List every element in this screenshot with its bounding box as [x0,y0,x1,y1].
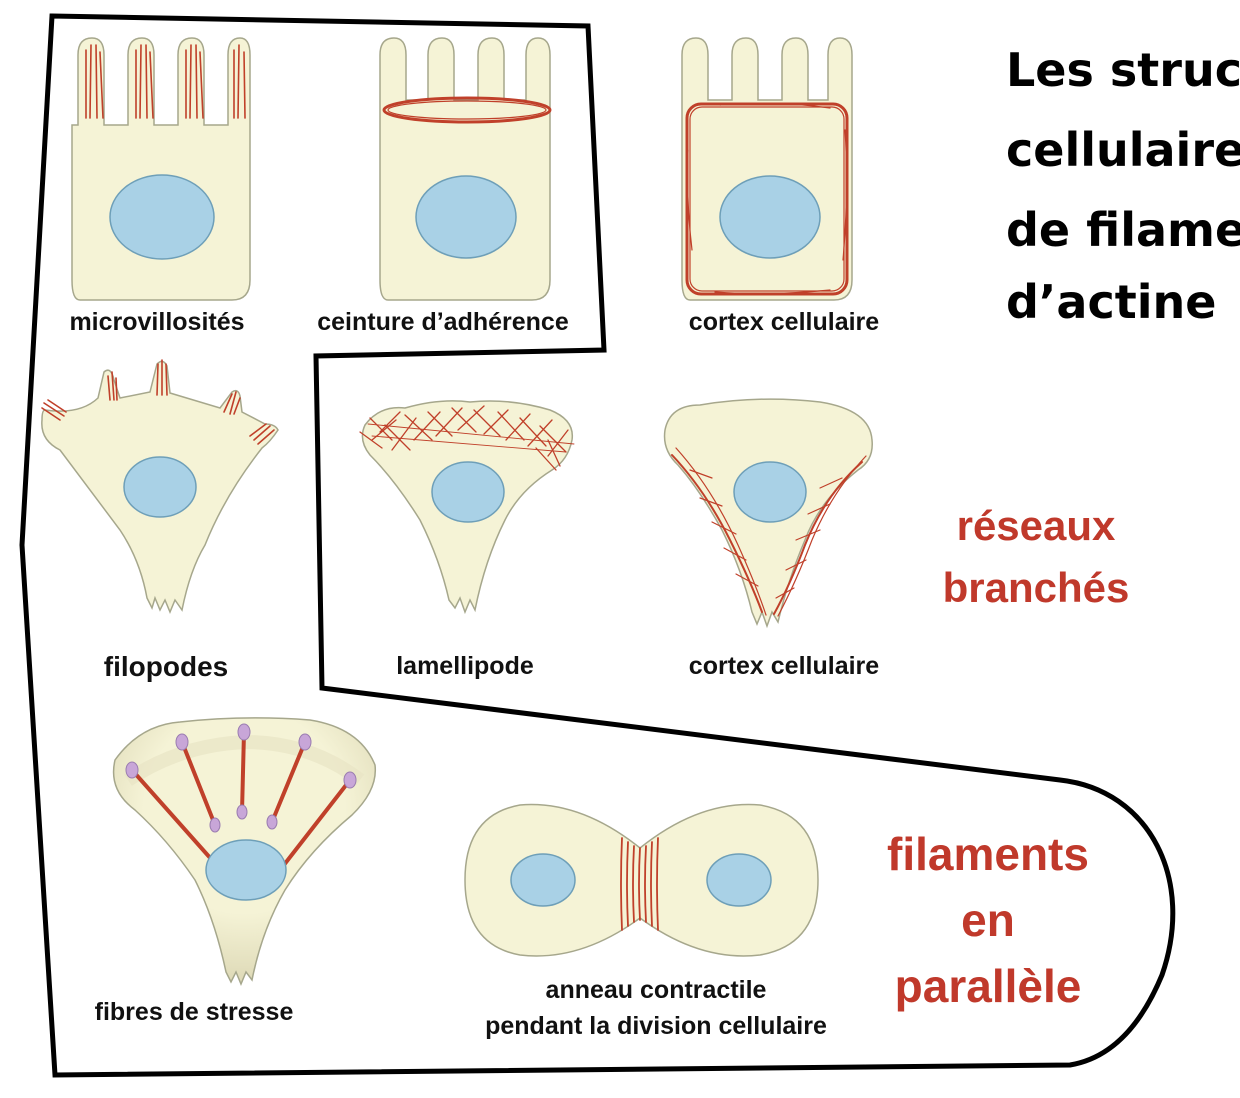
stress-fibers-nucleus [205,839,287,901]
stress-fibers-actin [130,730,352,872]
title-line-3: de filame [1006,203,1240,257]
contractile-ring-label-2: pendant la division cellulaire [485,1012,827,1040]
lamellipodium-cell [359,400,575,615]
parallel-filaments-border [19,13,1176,1078]
cortex-top-cell [681,37,853,301]
lamellipodium-nucleus [431,461,505,523]
lamellipodium-label: lamellipode [396,652,534,680]
contractile-ring-actin [620,837,659,931]
parallel-filaments-category: filaments en parallèle [887,828,1089,1012]
adherens-belt-ring [382,96,552,124]
stress-fibers-label: fibres de stresse [95,998,294,1026]
stress-fibers-cell [112,717,377,986]
page-title: Les struc cellulaire de filame d’actine [1006,43,1240,329]
title-line-2: cellulaire [1006,123,1240,177]
branched-networks-category: réseaux branchés [943,502,1130,611]
filopodia-cell [41,359,279,614]
dividing-cell [464,803,819,957]
cortex-mid-actin [671,447,867,617]
filopodia-nucleus [123,456,197,518]
daughter-nucleus-right [706,853,772,907]
cortex-top-nucleus [719,175,821,259]
branched-line-2: branchés [943,564,1130,611]
title-line-1: Les struc [1006,43,1240,97]
title-line-4: d’actine [1006,275,1216,329]
parallel-line-3: parallèle [895,960,1082,1012]
focal-adhesions [125,723,357,833]
microvilli-cell [71,37,251,301]
microvilli-actin-bundles [85,44,246,119]
microvilli-nucleus [109,174,215,260]
cortex-mid-nucleus [733,461,807,523]
filopodia-actin-bundles [41,359,275,445]
contractile-ring-label-1: anneau contractile [546,976,767,1004]
daughter-nucleus-left [510,853,576,907]
cortex-top-actin-mesh [685,102,849,296]
branched-line-1: réseaux [957,502,1116,549]
adherens-belt-nucleus [415,175,517,259]
microvilli-label: microvillosités [69,308,244,336]
cortex-top-label: cortex cellulaire [689,308,879,336]
adherens-belt-label: ceinture d’adhérence [317,308,569,336]
cortex-mid-label: cortex cellulaire [689,652,879,680]
lamellipodium-actin-network [359,405,575,471]
parallel-line-1: filaments [887,828,1089,880]
adherens-belt-cell [379,37,552,301]
cortex-mid-cell [663,398,873,629]
parallel-line-2: en [961,894,1015,946]
filopodia-label: filopodes [104,651,228,682]
branched-networks-border [313,348,605,689]
